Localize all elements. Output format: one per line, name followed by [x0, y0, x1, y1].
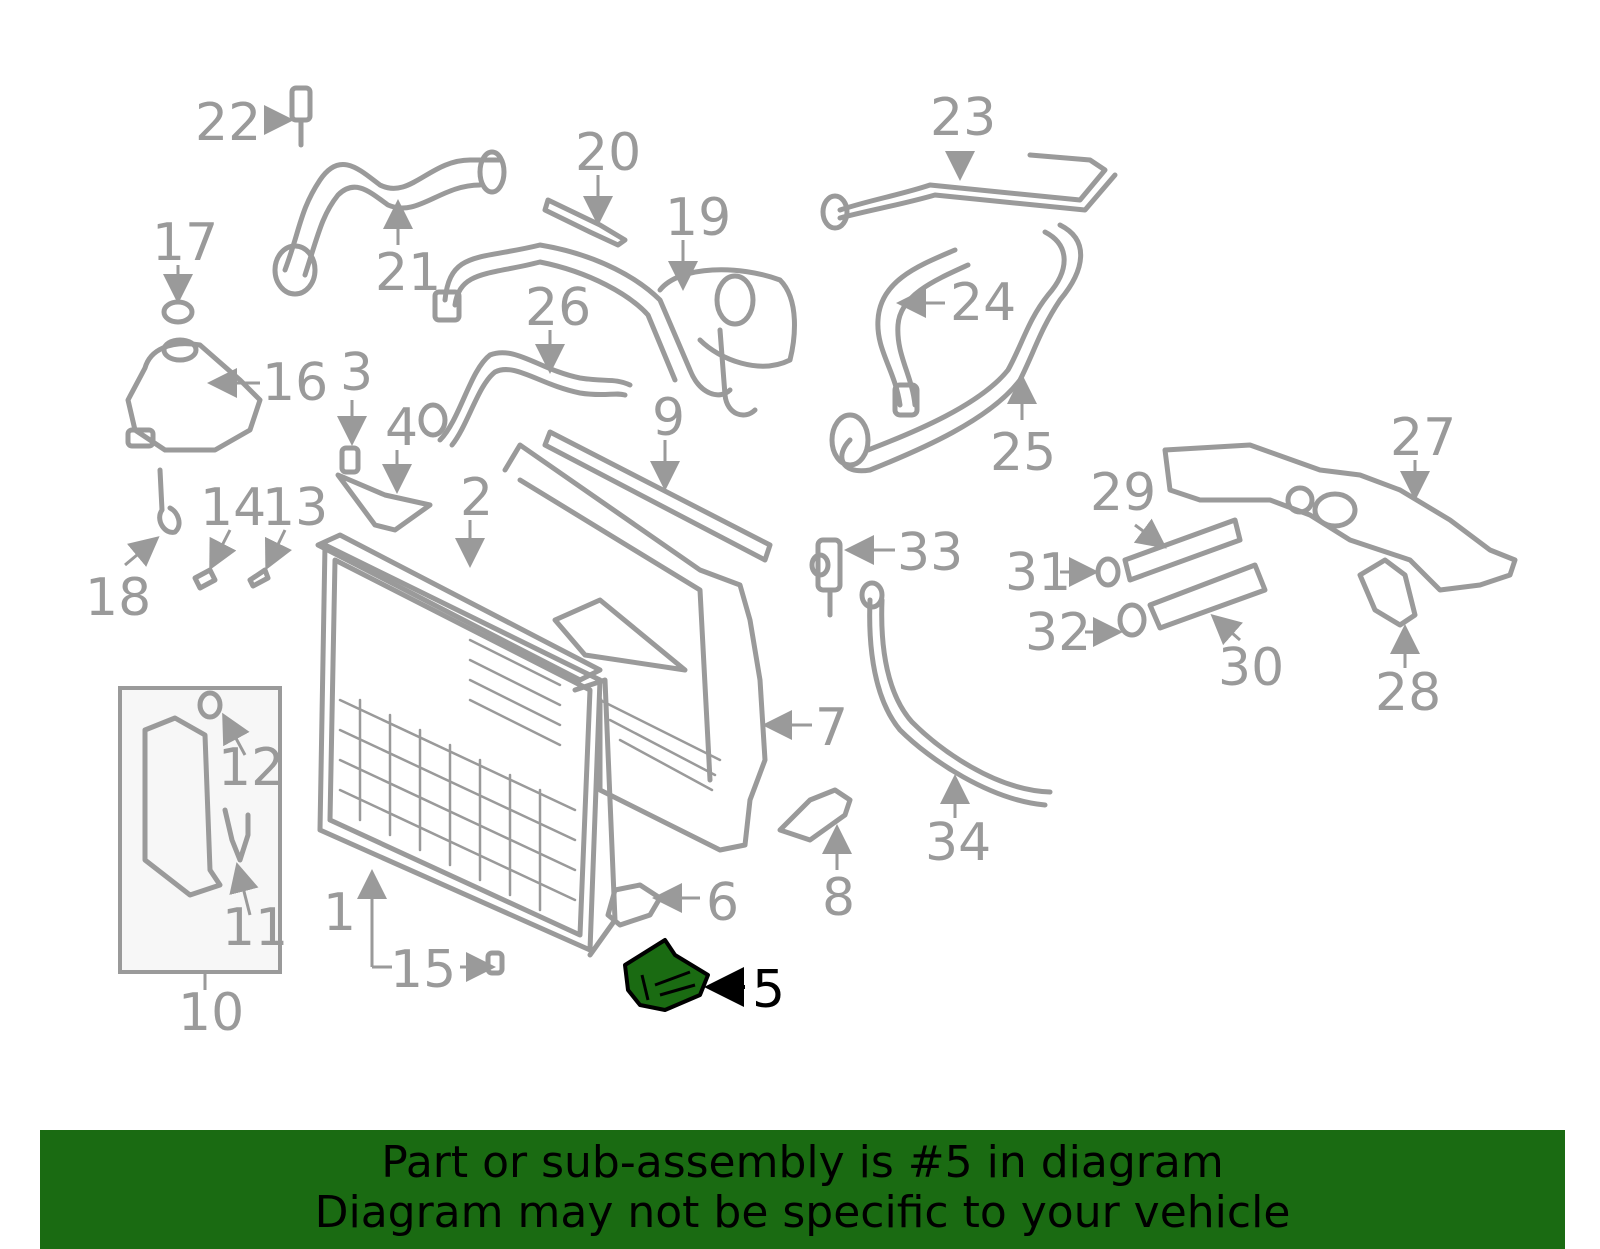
callout-34: 34 [925, 813, 991, 873]
callout-14: 14 [200, 478, 266, 538]
callout-3: 3 [340, 343, 373, 403]
callout-9: 9 [652, 388, 685, 448]
callout-5-highlighted: 5 [752, 960, 785, 1020]
part-29-tube-drawing [1122, 517, 1243, 583]
callout-7: 7 [815, 698, 848, 758]
part-33-valve-drawing [809, 537, 843, 618]
callout-18: 18 [85, 568, 151, 628]
part-22-sensor-drawing [289, 85, 313, 148]
callout-26: 26 [525, 278, 591, 338]
leader-lines [124, 105, 1430, 1007]
callout-32: 32 [1025, 603, 1091, 663]
part-28-gasket-drawing [1357, 557, 1418, 628]
banner-line-disclaimer: Diagram may not be specific to your vehi… [314, 1187, 1291, 1238]
part-10-inset-box [118, 686, 282, 990]
callout-19: 19 [665, 188, 731, 248]
part-15-plug-drawing [485, 950, 505, 976]
part-18-sensor-drawing [157, 467, 182, 535]
part-32-oring-drawing [1117, 602, 1147, 638]
part-31-oring-drawing [1095, 556, 1121, 588]
part-8-bracket-drawing [777, 787, 853, 843]
callout-24: 24 [950, 273, 1016, 333]
callout-30: 30 [1218, 638, 1284, 698]
callout-21: 21 [375, 243, 441, 303]
part-14-clip-drawing [192, 567, 218, 591]
part-9-seal-drawing [542, 429, 773, 563]
part-23-pipe-drawing [820, 152, 1118, 231]
part-2-radiator-top-drawing [315, 532, 688, 683]
callout-25: 25 [990, 423, 1056, 483]
part-24-hose-drawing [875, 247, 971, 418]
callout-20: 20 [575, 123, 641, 183]
part-21-hose-drawing [272, 149, 507, 297]
part-30-tube-drawing [1147, 562, 1268, 631]
part-27-housing-drawing [1162, 442, 1518, 593]
callout-11: 11 [222, 898, 288, 958]
callout-16: 16 [262, 353, 328, 413]
callout-2: 2 [460, 468, 493, 528]
callout-17: 17 [152, 213, 218, 273]
part-3-grommet-drawing [339, 445, 361, 475]
callout-29: 29 [1090, 463, 1156, 523]
part-5-highlighted-drawing [623, 938, 710, 1012]
callout-12: 12 [218, 738, 284, 798]
info-banner: Part or sub-assembly is #5 in diagram Di… [40, 1130, 1565, 1249]
part-7-shroud-drawing [502, 442, 768, 853]
callout-31: 31 [1005, 543, 1071, 603]
callout-1: 1 [323, 883, 356, 943]
callout-8: 8 [822, 868, 855, 928]
part-16-17-reservoir-drawing [125, 299, 263, 453]
callout-23: 23 [930, 88, 996, 148]
callout-15: 15 [390, 940, 456, 1000]
part-34-hose-drawing [859, 580, 1053, 808]
part-4-bracket-drawing [335, 472, 433, 533]
callout-28: 28 [1375, 663, 1441, 723]
banner-line-part: Part or sub-assembly is #5 in diagram [381, 1137, 1224, 1188]
callout-numbers: 22 21 20 19 17 16 3 4 26 9 2 14 13 18 23… [85, 88, 1456, 1043]
callout-27: 27 [1390, 408, 1456, 468]
part-6-bracket-drawing [605, 882, 663, 928]
part-19-26-hose-drawing [432, 242, 797, 418]
callout-22: 22 [195, 93, 261, 153]
part-13-clip-drawing [247, 567, 271, 589]
callout-13: 13 [262, 478, 328, 538]
callout-33: 33 [897, 523, 963, 583]
part-26-hose-drawing [418, 350, 633, 448]
callout-4: 4 [385, 398, 418, 458]
part-20-bracket-drawing [542, 197, 628, 248]
callout-6: 6 [706, 873, 739, 933]
part-1-radiator-drawing [317, 542, 618, 958]
callout-10: 10 [178, 983, 244, 1043]
